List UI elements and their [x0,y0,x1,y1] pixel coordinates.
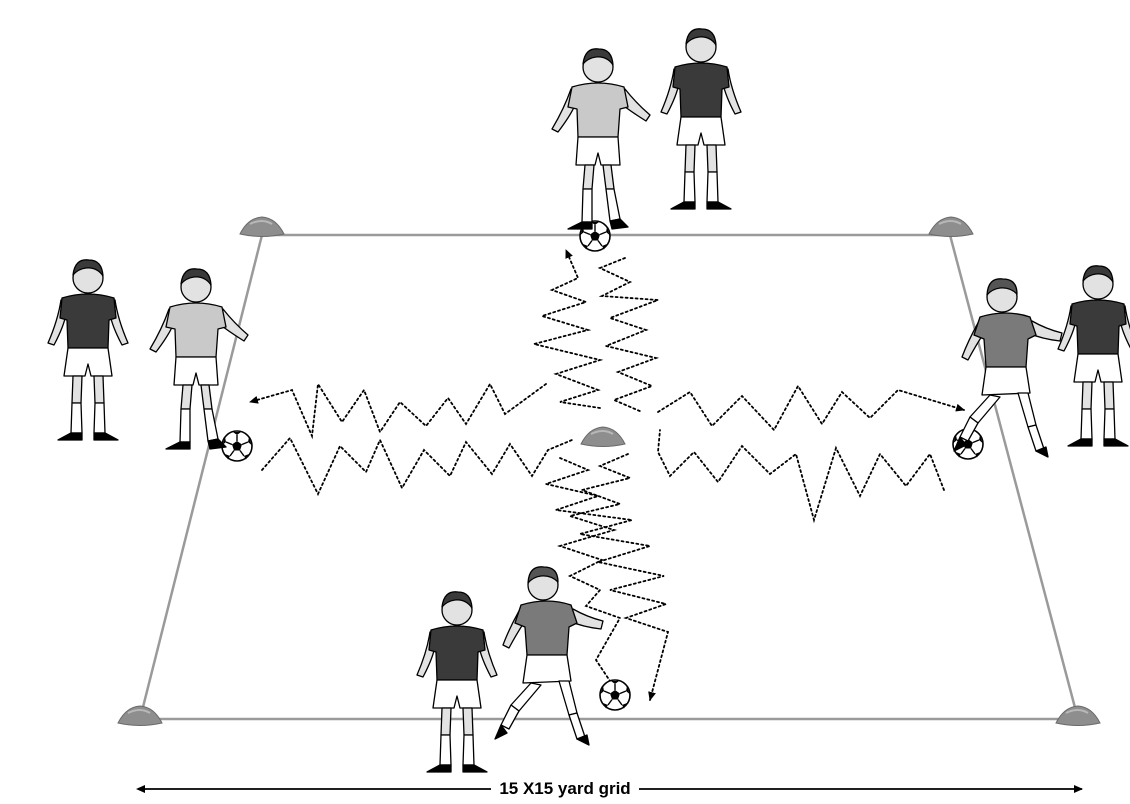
dotted-arrow-icon [249,381,547,440]
player-icon [47,259,129,441]
dotted-arrow-icon [657,384,965,432]
cone-icon [1055,705,1101,727]
player-icon [551,48,651,230]
player-icon [660,28,742,210]
dotted-arrow-icon [557,453,633,691]
player-icon [416,591,498,773]
soccer-ball-icon [599,679,631,711]
dribble-paths [249,249,965,701]
player-icon [149,268,249,450]
cone-icon [928,216,974,238]
dotted-arrow-icon [597,257,660,413]
player-icon [1057,265,1130,447]
player-icon [953,278,1063,458]
cone-icon [239,216,285,238]
soccer-ball-icon [221,430,253,462]
cone-icon [117,705,163,727]
dotted-arrow-icon [657,429,945,524]
dotted-arrow-icon [533,249,604,409]
grid-left-line [138,234,264,720]
grid-right-line [948,234,1080,720]
cone-icon [580,426,626,448]
dotted-arrow-icon [261,436,573,497]
dotted-arrow-icon [542,457,670,701]
grid-field [138,233,1080,721]
